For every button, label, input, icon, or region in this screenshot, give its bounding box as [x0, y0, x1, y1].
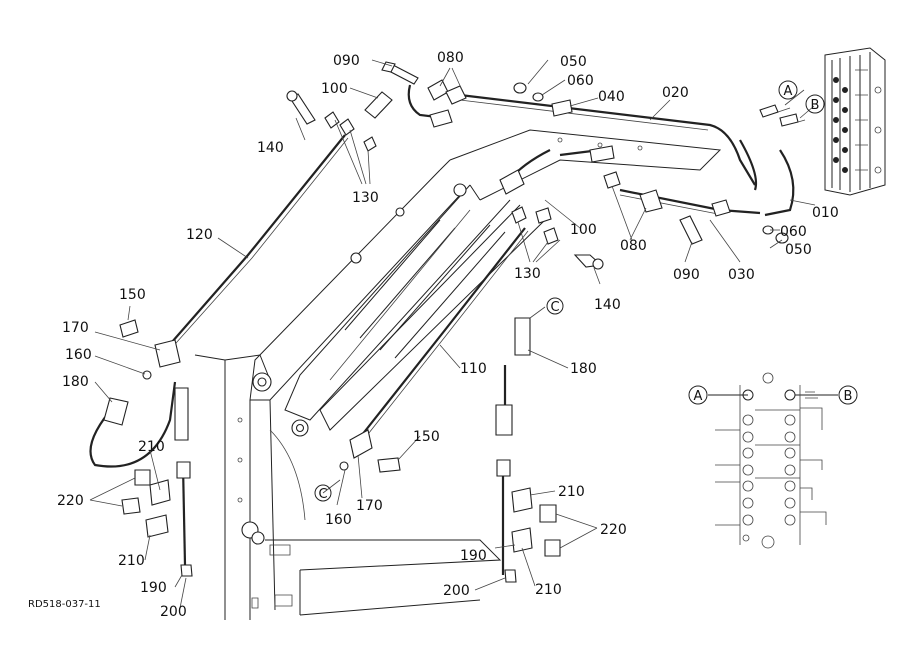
label-050-top: 050 — [560, 54, 587, 70]
label-210-right-bottom: 210 — [535, 582, 562, 598]
label-040: 040 — [598, 89, 625, 105]
label-090-top: 090 — [333, 53, 360, 69]
circle-marker-c-lower: C — [314, 484, 332, 502]
label-200-right: 200 — [443, 583, 470, 599]
label-180-left: 180 — [62, 374, 89, 390]
label-210-left-top: 210 — [138, 439, 165, 455]
label-080-top: 080 — [437, 50, 464, 66]
label-150-right: 150 — [413, 429, 440, 445]
label-110: 110 — [460, 361, 487, 377]
marker-c-text-2: C — [318, 487, 327, 502]
marker-b-inset-text: B — [844, 389, 853, 404]
label-120: 120 — [186, 227, 213, 243]
label-100-top: 100 — [321, 81, 348, 97]
label-170-right: 170 — [356, 498, 383, 514]
label-100-bottom: 100 — [570, 222, 597, 238]
circle-marker-b-valve: B — [805, 94, 825, 114]
label-140-top: 140 — [257, 140, 284, 156]
circle-marker-b-inset: B — [838, 385, 858, 405]
label-130-bottom: 130 — [514, 266, 541, 282]
marker-c-text: C — [550, 300, 559, 315]
marker-a-inset-text: A — [694, 389, 703, 404]
hoses — [89, 84, 795, 575]
drawing-code: RD518-037-11 — [28, 599, 101, 610]
label-020: 020 — [662, 85, 689, 101]
inset-valve-schematic — [708, 372, 838, 549]
marker-a-text: A — [784, 84, 793, 99]
label-220-right: 220 — [600, 522, 627, 538]
control-valve-block — [759, 47, 886, 196]
label-160-left: 160 — [65, 347, 92, 363]
circle-marker-c-upper: C — [546, 297, 564, 315]
label-210-right-top: 210 — [558, 484, 585, 500]
label-130-top: 130 — [352, 190, 379, 206]
boom-structure — [194, 129, 722, 620]
circle-marker-a-valve: A — [778, 80, 798, 100]
label-160-right: 160 — [325, 512, 352, 528]
label-060-top: 060 — [567, 73, 594, 89]
label-140-bottom: 140 — [594, 297, 621, 313]
fittings — [103, 61, 789, 583]
label-050-bottom: 050 — [785, 242, 812, 258]
label-080-bottom: 080 — [620, 238, 647, 254]
leader-lines — [89, 59, 816, 609]
label-010: 010 — [812, 205, 839, 221]
label-190-right: 190 — [460, 548, 487, 564]
label-150-left: 150 — [119, 287, 146, 303]
label-090-bottom: 090 — [673, 267, 700, 283]
label-180-right: 180 — [570, 361, 597, 377]
part-labels: 090 080 050 060 040 020 100 140 130 120 … — [57, 50, 839, 620]
label-200-left: 200 — [160, 604, 187, 620]
label-190-left: 190 — [140, 580, 167, 596]
label-060-bottom: 060 — [780, 224, 807, 240]
label-210-left-bottom: 210 — [118, 553, 145, 569]
label-030: 030 — [728, 267, 755, 283]
circle-marker-a-inset: A — [688, 385, 708, 405]
label-220-left: 220 — [57, 493, 84, 509]
marker-b-text: B — [811, 98, 820, 113]
label-170-left: 170 — [62, 320, 89, 336]
